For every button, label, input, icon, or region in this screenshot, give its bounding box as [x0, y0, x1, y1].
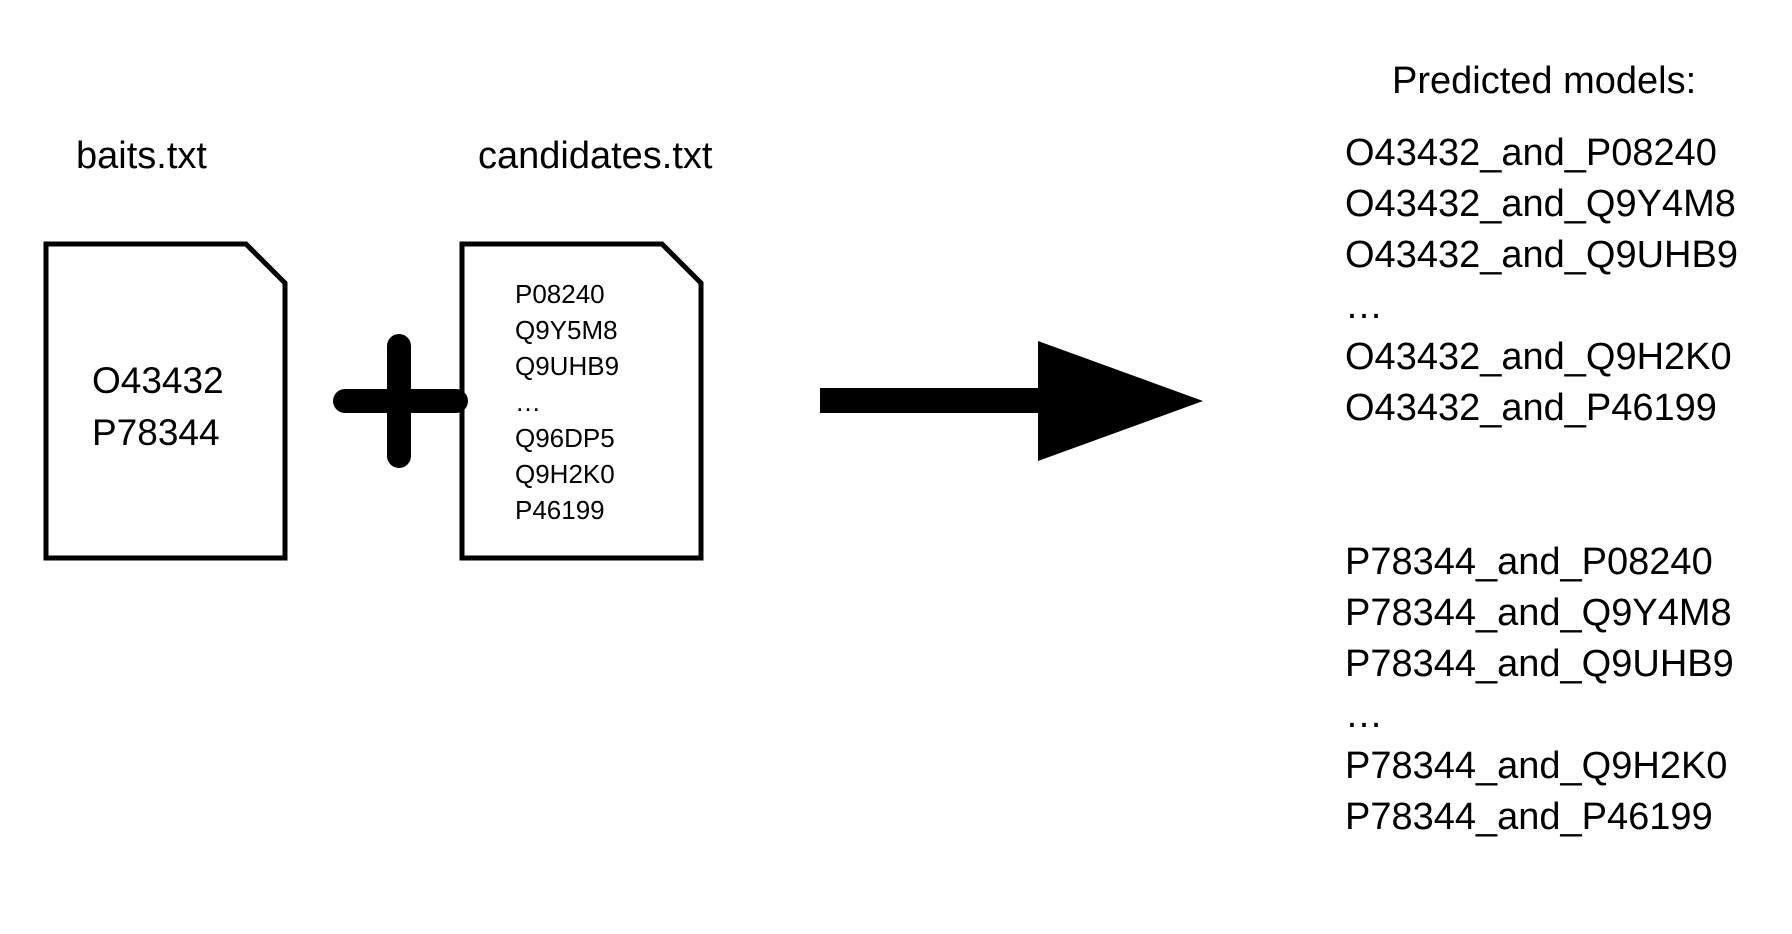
candidates-line: Q9Y5M8: [515, 315, 618, 345]
baits-line: P78344: [92, 412, 220, 453]
model-item: …: [1345, 285, 1383, 327]
model-item: P78344_and_P46199: [1345, 796, 1713, 838]
candidates-line: P46199: [515, 495, 605, 525]
predicted-models-group-2: P78344_and_P08240 P78344_and_Q9Y4M8 P783…: [1345, 537, 1734, 843]
baits-file-content: O43432 P78344: [92, 355, 224, 459]
candidates-line: …: [515, 387, 541, 417]
model-item: O43432_and_Q9H2K0: [1345, 336, 1732, 378]
model-item: O43432_and_P08240: [1345, 132, 1717, 174]
baits-filename: baits.txt: [76, 135, 207, 177]
candidates-line: P08240: [515, 279, 605, 309]
candidates-file-icon: [459, 241, 704, 561]
candidates-line: Q96DP5: [515, 423, 615, 453]
model-item: O43432_and_Q9UHB9: [1345, 234, 1738, 276]
model-item: O43432_and_P46199: [1345, 387, 1717, 429]
baits-file-icon: [43, 241, 288, 561]
model-item: O43432_and_Q9Y4M8: [1345, 183, 1736, 225]
model-item: P78344_and_Q9Y4M8: [1345, 592, 1732, 634]
model-item: P78344_and_Q9UHB9: [1345, 643, 1734, 685]
baits-line: O43432: [92, 360, 224, 401]
predicted-models-group-1: O43432_and_P08240 O43432_and_Q9Y4M8 O434…: [1345, 128, 1738, 434]
model-item: P78344_and_Q9H2K0: [1345, 745, 1728, 787]
model-item: …: [1345, 694, 1383, 736]
predicted-models-title: Predicted models:: [1392, 60, 1697, 102]
plus-icon: [333, 334, 468, 468]
candidates-line: Q9UHB9: [515, 351, 620, 381]
candidates-line: Q9H2K0: [515, 459, 615, 489]
candidates-file-content: P08240 Q9Y5M8 Q9UHB9 … Q96DP5 Q9H2K0 P46…: [515, 276, 619, 528]
candidates-filename: candidates.txt: [478, 135, 713, 177]
model-item: P78344_and_P08240: [1345, 541, 1713, 583]
arrow-right-icon: [820, 341, 1203, 461]
